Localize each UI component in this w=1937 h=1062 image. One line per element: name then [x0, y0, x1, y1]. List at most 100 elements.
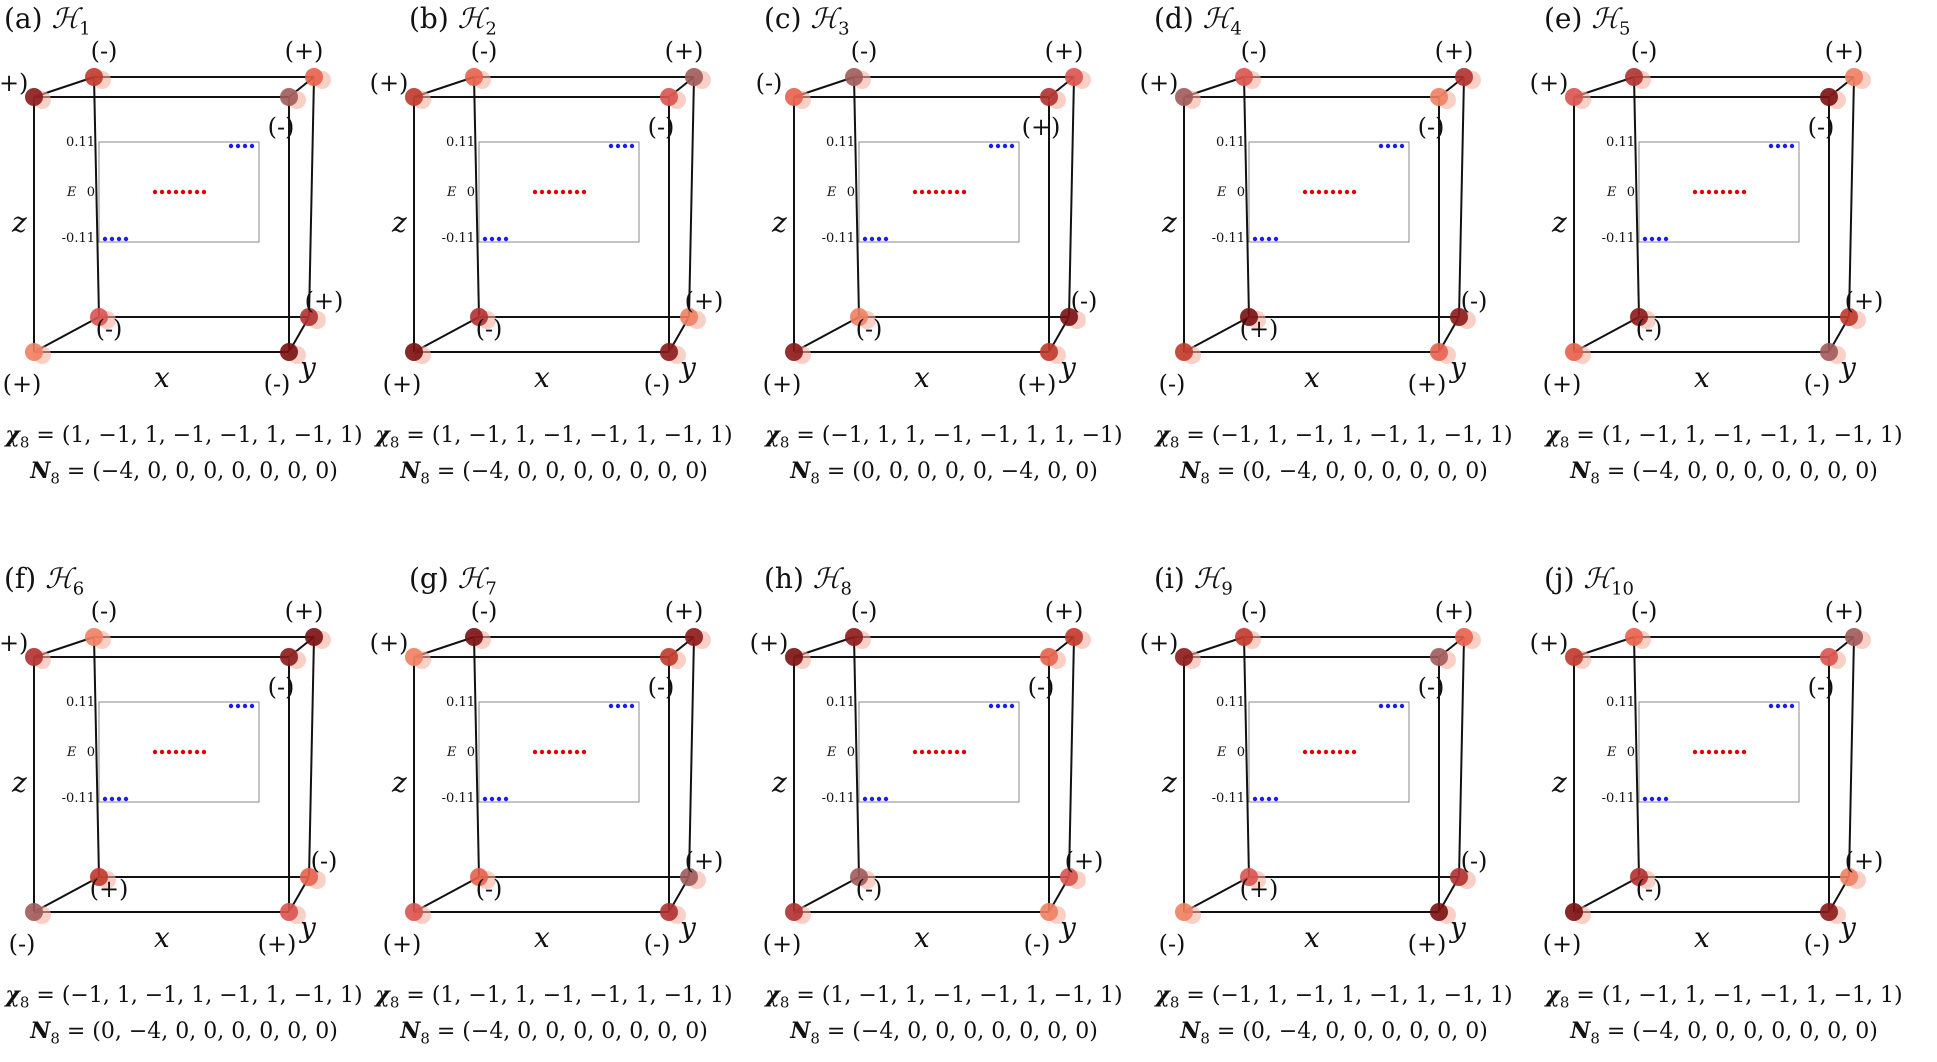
energy-level-dot [1642, 236, 1648, 242]
inset-y-label: E [66, 745, 77, 760]
weyl-node-dot [1565, 88, 1583, 106]
weyl-node-dot [1820, 88, 1838, 106]
chirality-sign: (+) [1543, 930, 1582, 958]
inset-tick-label: 0.11 [1216, 695, 1245, 710]
cube-edge [1068, 636, 1075, 878]
cube-edge [1573, 316, 1640, 353]
inset-tick-label: 0.11 [446, 135, 475, 150]
weyl-node-dot [1625, 68, 1643, 86]
chirality-sign: (+) [1435, 37, 1474, 65]
chirality-sign: (+) [1140, 69, 1179, 97]
energy-level-dot [1302, 749, 1308, 755]
energy-level-dot [482, 796, 488, 802]
inset-tick-label: 0 [1237, 745, 1245, 760]
weyl-node-dot [1455, 628, 1473, 646]
energy-level-dot [1768, 703, 1774, 709]
energy-level-dot [876, 796, 882, 802]
energy-level-dot [1330, 189, 1336, 195]
chirality-sign: (-) [1159, 370, 1186, 398]
energy-level-dot [883, 796, 889, 802]
chirality-sign: (-) [644, 370, 671, 398]
inset-tick-label: 0 [1237, 185, 1245, 200]
energy-level-dot [152, 189, 158, 195]
weyl-node-dot [1565, 343, 1583, 361]
weyl-node-dot [850, 308, 868, 326]
weyl-node-dot [850, 868, 868, 886]
chirality-sign: (+) [1140, 629, 1179, 657]
chirality-sign: (-) [1071, 287, 1098, 315]
weyl-node-dot [1040, 903, 1058, 921]
weyl-node-dot [300, 868, 318, 886]
energy-level-dot [201, 189, 207, 195]
inset-tick-label: -0.11 [1602, 231, 1635, 246]
panel-label: (i) [1154, 562, 1185, 595]
energy-level-dot [615, 703, 621, 709]
energy-level-dot [159, 749, 165, 755]
chirality-sign: (+) [1543, 370, 1582, 398]
chirality-sign: (-) [1028, 673, 1055, 701]
energy-inset: 0.110-0.11E [442, 695, 640, 806]
chirality-sign: (-) [1418, 673, 1445, 701]
energy-level-dot [249, 143, 255, 149]
weyl-node-dot [1175, 88, 1193, 106]
inset-tick-label: 0 [467, 185, 475, 200]
weyl-node-dot [25, 88, 43, 106]
inset-y-label: E [1606, 745, 1617, 760]
n-equation: N8 = (0, 0, 0, 0, 0, −4, 0, 0) [790, 458, 1098, 488]
cube-edge [793, 876, 860, 913]
cube-edge [1068, 76, 1075, 318]
hamiltonian-symbol: ℋ4 [1193, 2, 1242, 40]
chi-equation: χ8 = (−1, 1, −1, 1, −1, 1, −1, 1) [1155, 982, 1513, 1012]
weyl-node-dot [1240, 308, 1258, 326]
energy-level-dot [961, 749, 967, 755]
panel-label: (j) [1544, 562, 1575, 595]
energy-level-dot [187, 189, 193, 195]
energy-level-dot [1782, 143, 1788, 149]
energy-level-dot [581, 189, 587, 195]
weyl-node-dot [1235, 68, 1253, 86]
inset-tick-label: 0 [87, 745, 95, 760]
chirality-sign: (+) [1408, 930, 1447, 958]
chi-vector: (1, −1, 1, −1, −1, 1, −1, 1) [821, 983, 1123, 1008]
chirality-sign: (-) [476, 315, 503, 343]
axis-y-label: y [1058, 911, 1077, 944]
n-equation: N8 = (−4, 0, 0, 0, 0, 0, 0, 0) [790, 1018, 1098, 1048]
weyl-node-dot [1240, 868, 1258, 886]
weyl-node-dot [470, 308, 488, 326]
n-equation: N8 = (−4, 0, 0, 0, 0, 0, 0, 0) [30, 458, 338, 488]
cube-diagram: 0.110-0.11E(+)(-)(+)(-)(+)(-)(-)(+)xyz [0, 597, 337, 958]
cube-edge [473, 76, 480, 318]
cube-edge [688, 636, 695, 878]
energy-level-dot [235, 143, 241, 149]
axis-x-label: x [914, 921, 930, 954]
chirality-sign: (-) [851, 37, 878, 65]
energy-level-dot [102, 796, 108, 802]
inset-tick-label: 0 [87, 185, 95, 200]
hamiltonian-symbol: ℋ10 [1574, 562, 1635, 600]
energy-level-dot [1692, 749, 1698, 755]
cube-edge [93, 76, 100, 318]
chirality-sign: (-) [1024, 930, 1051, 958]
panel-title: (c) ℋ3 [764, 2, 850, 40]
axis-y-label: y [298, 351, 317, 384]
cube-edge [33, 876, 100, 913]
chi-equation: χ8 = (1, −1, 1, −1, −1, 1, −1, 1) [765, 982, 1123, 1012]
energy-level-dot [954, 189, 960, 195]
energy-level-dot [1706, 749, 1712, 755]
energy-level-dot [242, 143, 248, 149]
weyl-node-dot [1235, 628, 1253, 646]
energy-level-dot [1663, 796, 1669, 802]
axis-y-label: y [1058, 351, 1077, 384]
panel-title: (j) ℋ10 [1544, 562, 1634, 600]
energy-level-dot [1385, 143, 1391, 149]
energy-inset: 0.110-0.11E [1212, 135, 1410, 246]
energy-level-dot [166, 189, 172, 195]
energy-level-dot [912, 189, 918, 195]
axis-z-label: z [1551, 766, 1567, 799]
chirality-sign: (+) [383, 930, 422, 958]
chirality-sign: (+) [1845, 287, 1884, 315]
energy-level-dot [862, 796, 868, 802]
axis-x-label: x [154, 361, 170, 394]
